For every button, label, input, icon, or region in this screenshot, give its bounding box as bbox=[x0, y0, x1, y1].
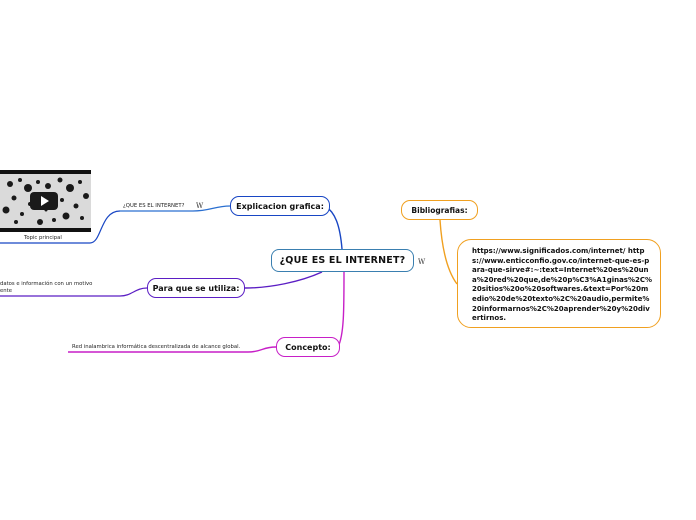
para-que-text-line2[interactable]: ente bbox=[0, 288, 12, 294]
subtopic-que-es-internet[interactable]: ¿QUE ES EL INTERNET? bbox=[123, 203, 185, 209]
link-root-para bbox=[244, 271, 323, 289]
video-thumbnail[interactable] bbox=[0, 170, 91, 232]
concepto-text[interactable]: Red inalambrica informática descentraliz… bbox=[72, 344, 241, 350]
wikipedia-icon[interactable]: W bbox=[418, 258, 426, 266]
topic-para-que-se-utiliza[interactable]: Para que se utiliza: bbox=[147, 278, 245, 298]
link-concepto-text bbox=[68, 346, 277, 353]
topic-bibliografias[interactable]: Bibliografias: bbox=[401, 200, 478, 220]
root-topic[interactable]: ¿QUE ES EL INTERNET? bbox=[271, 249, 414, 272]
topic-concepto[interactable]: Concepto: bbox=[276, 337, 340, 357]
para-que-text-line1[interactable]: datos e información con un motivo bbox=[0, 281, 93, 287]
topic-explicacion-grafica[interactable]: Explicacion grafica: bbox=[230, 196, 330, 216]
link-bib-urls bbox=[439, 219, 458, 285]
link-explicacion-subtopic bbox=[120, 205, 231, 212]
video-image bbox=[0, 170, 91, 232]
video-caption[interactable]: Topic principal bbox=[24, 235, 62, 241]
link-root-concepto bbox=[337, 271, 345, 348]
link-para-text bbox=[0, 287, 148, 297]
play-icon bbox=[41, 196, 49, 206]
play-button[interactable] bbox=[30, 192, 58, 210]
bibliografias-urls[interactable]: https://www.significados.com/internet/ h… bbox=[457, 239, 661, 328]
link-subtopic-video bbox=[0, 210, 121, 244]
wikipedia-icon[interactable]: W bbox=[196, 202, 204, 210]
